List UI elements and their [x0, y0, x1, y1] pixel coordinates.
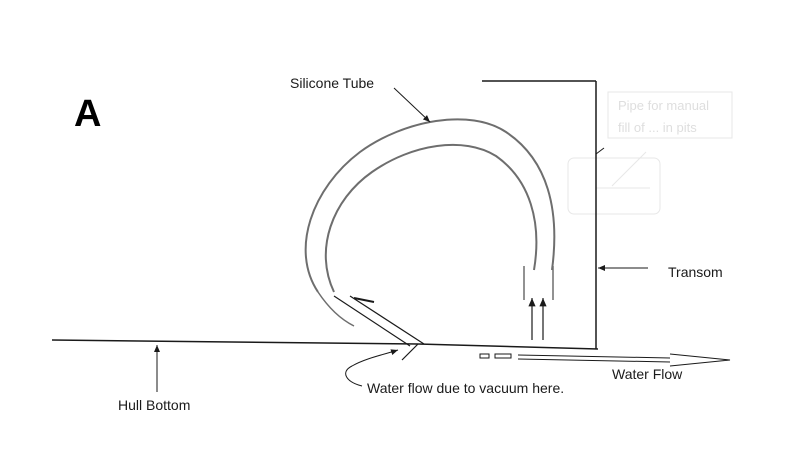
vacuum-flow-pointer — [345, 349, 399, 387]
outlet-flow-arrows — [528, 298, 547, 340]
silicone-tube — [304, 118, 556, 327]
hull-bottom-label: Hull Bottom — [118, 397, 190, 413]
vacuum-flow-label: Water flow due to vacuum here. — [367, 380, 564, 396]
faint-note-line1: Pipe for manual — [618, 98, 709, 113]
silicone-tube-pointer — [393, 87, 431, 123]
panel-letter: A — [74, 93, 101, 135]
water-flow-label: Water Flow — [612, 366, 683, 382]
transom-label: Transom — [668, 264, 723, 280]
hull-bottom-line — [51, 339, 599, 361]
intake-channel — [333, 295, 425, 347]
faint-note-line2: fill of ... in pits — [618, 120, 697, 135]
silicone-tube-label: Silicone Tube — [290, 75, 374, 91]
water-flow-arrow — [479, 353, 731, 367]
faint-note: Pipe for manual fill of ... in pits — [567, 91, 733, 215]
transom-wall — [482, 80, 605, 349]
